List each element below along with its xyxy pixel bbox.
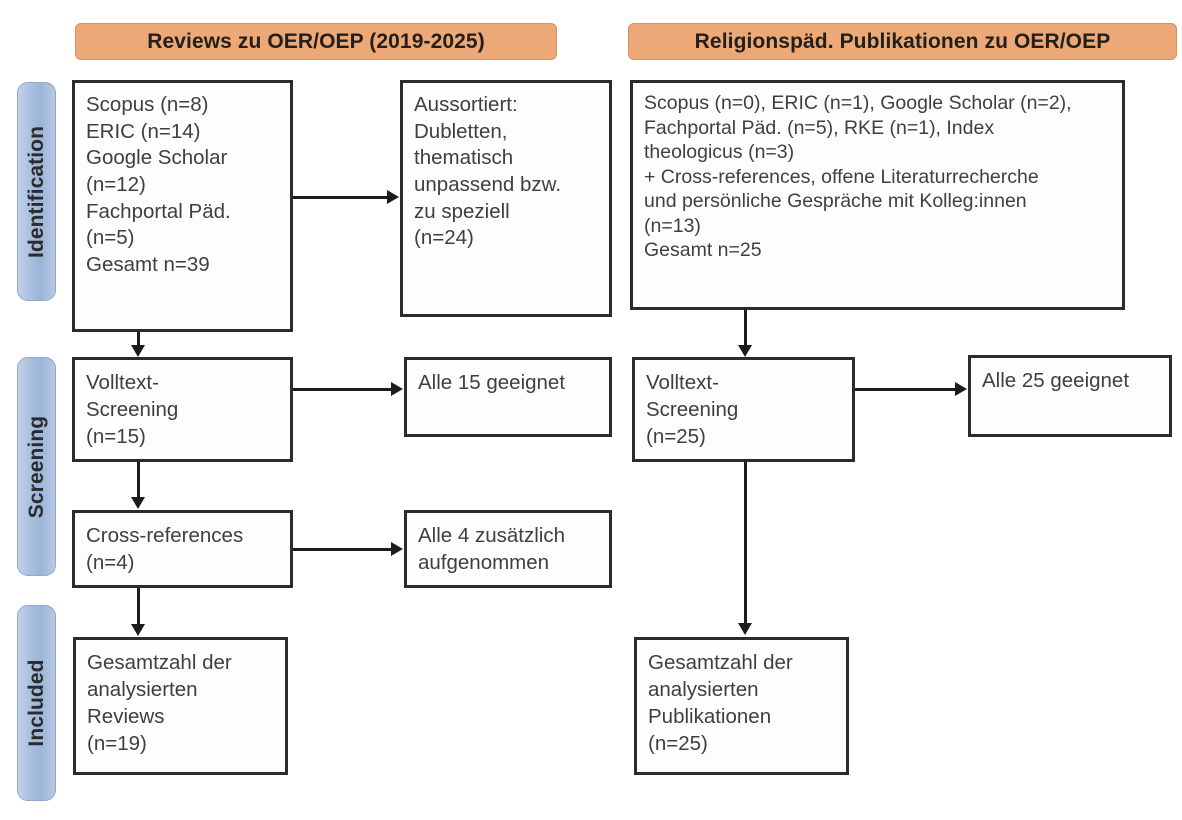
stage-bar-included: Included [17,605,56,801]
stage-label-screening: Screening [24,415,48,518]
box-right-fulltext: Volltext- Screening (n=25) [632,357,855,462]
stage-label-identification: Identification [24,125,48,258]
arrowhead-left-fulltext-to-crossref [131,497,145,509]
stage-bar-screening: Screening [17,357,56,576]
arrowhead-left-sources-to-fulltext [131,345,145,357]
arrowhead-right-fulltext-to-included [738,623,752,635]
connector-right-fulltext-to-included [744,462,747,624]
connector-left-sources-to-excluded [293,196,387,199]
connector-right-fulltext-to-result [855,388,955,391]
arrowhead-right-fulltext-to-result [955,382,967,396]
arrowhead-left-crossref-to-included [131,624,145,636]
box-left-fulltext: Volltext- Screening (n=15) [72,357,293,462]
connector-right-sources-to-fulltext [744,310,747,345]
box-left-sources: Scopus (n=8) ERIC (n=14) Google Scholar … [72,80,293,332]
connector-left-sources-to-fulltext [137,332,140,346]
connector-left-fulltext-to-crossref [137,462,140,498]
arrowhead-right-sources-to-fulltext [738,345,752,357]
connector-left-fulltext-to-result [293,388,391,391]
arrowhead-left-fulltext-to-result [391,382,403,396]
box-right-included: Gesamtzahl der analysierten Publikatione… [634,637,849,775]
stage-label-included: Included [24,659,48,747]
box-right-fulltext-result: Alle 25 geeignet [968,355,1172,437]
box-left-included: Gesamtzahl der analysierten Reviews (n=1… [73,637,288,775]
box-right-sources: Scopus (n=0), ERIC (n=1), Google Scholar… [630,80,1125,310]
box-left-crossref: Cross-references (n=4) [72,510,293,588]
column-header-reviews: Reviews zu OER/OEP (2019-2025) [75,23,557,60]
stage-bar-identification: Identification [17,82,56,301]
arrowhead-left-sources-to-excluded [387,190,399,204]
column-header-religionspaed-label: Religionspäd. Publikationen zu OER/OEP [694,29,1111,53]
box-left-crossref-result: Alle 4 zusätzlich aufgenommen [404,510,612,588]
column-header-reviews-label: Reviews zu OER/OEP (2019-2025) [147,29,485,53]
box-left-fulltext-result: Alle 15 geeignet [404,357,612,437]
connector-left-crossref-to-included [137,588,140,625]
connector-left-crossref-to-result [293,548,391,551]
arrowhead-left-crossref-to-result [391,542,403,556]
box-left-excluded: Aussortiert: Dubletten, thematisch unpas… [400,80,612,317]
column-header-religionspaed: Religionspäd. Publikationen zu OER/OEP [628,23,1177,60]
